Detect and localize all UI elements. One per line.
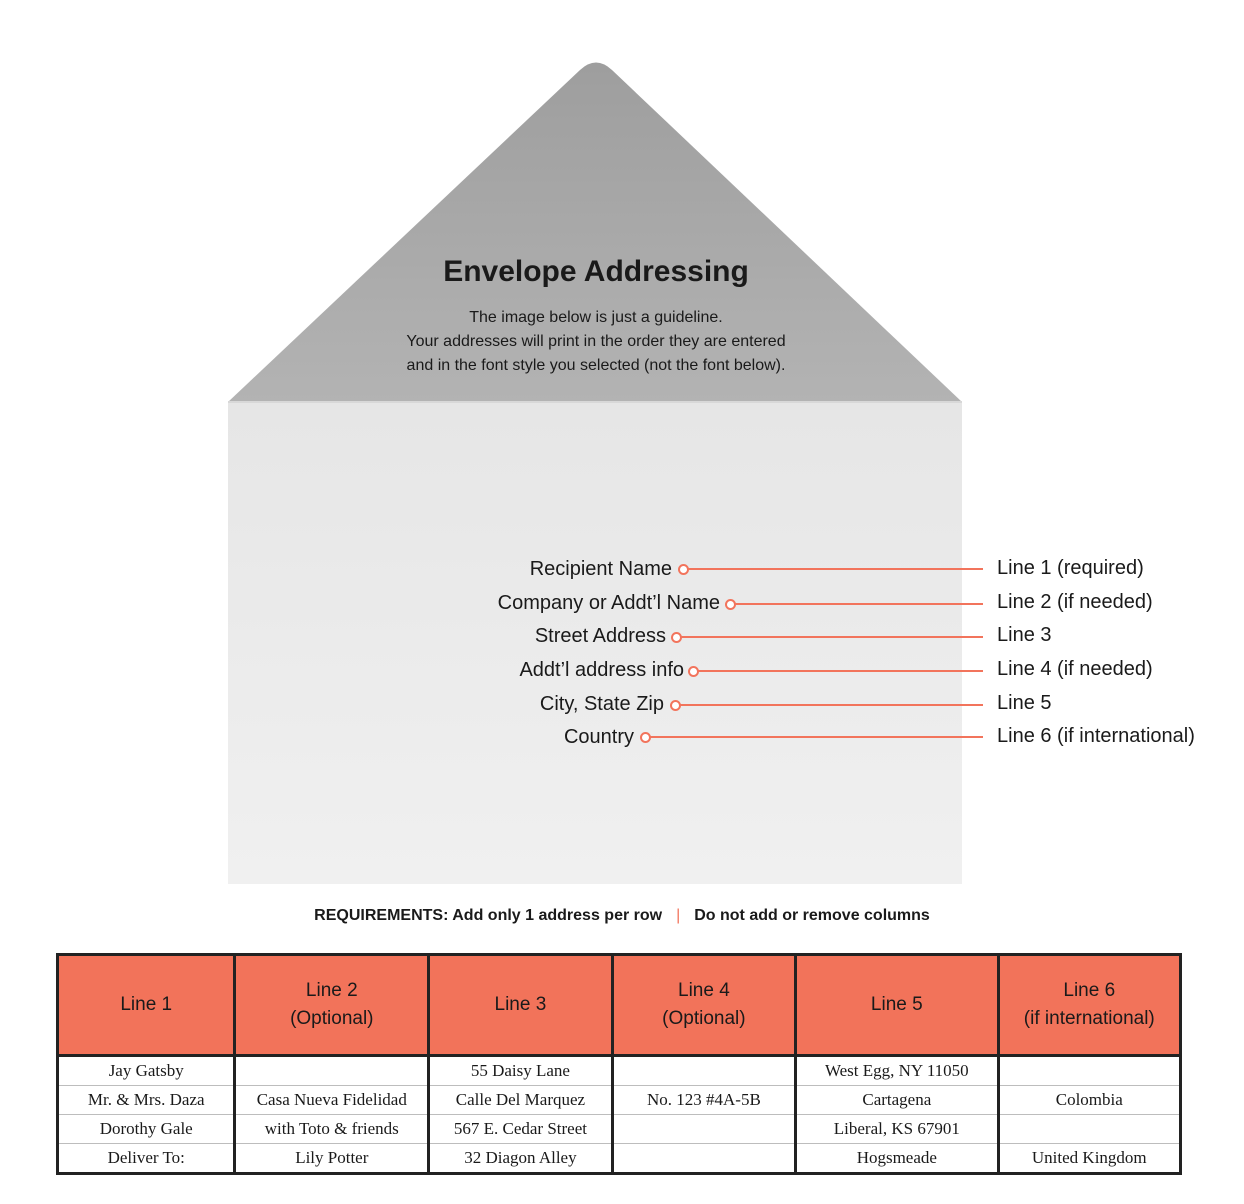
column-header-line1: Line 1 bbox=[55, 953, 237, 1057]
table-cell[interactable]: Mr. & Mrs. Daza bbox=[55, 1085, 237, 1115]
table-row: Dorothy Gale with Toto & friends 567 E. … bbox=[55, 1114, 1183, 1144]
table-cell[interactable]: Lily Potter bbox=[233, 1143, 431, 1174]
envelope-flap bbox=[228, 62, 962, 402]
field-company-name: Company or Addt’l Name bbox=[0, 589, 720, 623]
guideline-note: Your addresses will print in the order t… bbox=[406, 333, 786, 350]
connector-line bbox=[649, 736, 983, 738]
table-cell[interactable]: 55 Daisy Lane bbox=[427, 1055, 614, 1086]
connector-line bbox=[680, 636, 983, 638]
guideline-note: and in the font style you selected (not … bbox=[406, 357, 786, 374]
field-city-state-zip: City, State Zip bbox=[0, 690, 664, 724]
address-table: Line 1 Line 2(Optional) Line 3 Line 4(Op… bbox=[55, 953, 1183, 1175]
table-cell[interactable]: Casa Nueva Fidelidad bbox=[233, 1085, 431, 1115]
table-row: Deliver To: Lily Potter 32 Diagon Alley … bbox=[55, 1143, 1183, 1174]
line-label: Line 4 (if needed) bbox=[997, 658, 1153, 680]
table-cell[interactable]: Deliver To: bbox=[55, 1143, 237, 1174]
line-label: Line 3 bbox=[997, 624, 1052, 646]
table-cell[interactable] bbox=[996, 1114, 1183, 1144]
field-label: Country bbox=[563, 726, 634, 748]
table-cell[interactable]: United Kingdom bbox=[996, 1143, 1183, 1174]
connector-line bbox=[679, 704, 983, 706]
table-cell[interactable]: No. 123 #4A-5B bbox=[610, 1085, 798, 1115]
line-label: Line 6 (if international) bbox=[997, 725, 1195, 747]
table-cell[interactable]: Dorothy Gale bbox=[55, 1114, 237, 1144]
field-label: Street Address bbox=[534, 625, 666, 647]
table-cell[interactable]: 567 E. Cedar Street bbox=[427, 1114, 614, 1144]
requirements-left: REQUIREMENTS: Add only 1 address per row bbox=[314, 907, 663, 924]
column-header-line5: Line 5 bbox=[794, 953, 1000, 1057]
line-label: Line 2 (if needed) bbox=[997, 591, 1153, 613]
field-country: Country bbox=[0, 723, 634, 757]
table-cell[interactable]: 32 Diagon Alley bbox=[427, 1143, 614, 1174]
field-label: City, State Zip bbox=[539, 693, 664, 715]
table-row: Jay Gatsby 55 Daisy Lane West Egg, NY 11… bbox=[55, 1055, 1183, 1086]
requirements-note: REQUIREMENTS: Add only 1 address per row… bbox=[0, 907, 1244, 925]
connector-line bbox=[697, 670, 983, 672]
connector-line bbox=[687, 568, 983, 570]
field-addtl-address: Addt’l address info bbox=[0, 656, 684, 690]
envelope-body bbox=[228, 402, 962, 884]
field-recipient-name: Recipient Name bbox=[0, 555, 672, 589]
table-row: Mr. & Mrs. Daza Casa Nueva Fidelidad Cal… bbox=[55, 1085, 1183, 1115]
page-title: Envelope Addressing bbox=[443, 255, 749, 288]
table-cell[interactable] bbox=[610, 1143, 798, 1174]
field-street-address: Street Address bbox=[0, 622, 666, 656]
requirements-separator: | bbox=[676, 907, 681, 924]
table-cell[interactable] bbox=[610, 1114, 798, 1144]
line-label: Line 1 (required) bbox=[997, 557, 1144, 579]
table-cell[interactable]: Hogsmeade bbox=[794, 1143, 1000, 1174]
table-cell[interactable]: Liberal, KS 67901 bbox=[794, 1114, 1000, 1144]
field-label: Recipient Name bbox=[529, 558, 672, 580]
table-cell[interactable]: Colombia bbox=[996, 1085, 1183, 1115]
table-cell[interactable] bbox=[233, 1055, 431, 1086]
field-label: Company or Addt’l Name bbox=[497, 592, 720, 614]
table-cell[interactable]: with Toto & friends bbox=[233, 1114, 431, 1144]
column-header-line4: Line 4(Optional) bbox=[610, 953, 798, 1057]
table-cell[interactable]: Jay Gatsby bbox=[55, 1055, 237, 1086]
line-label: Line 5 bbox=[997, 692, 1052, 714]
requirements-right: Do not add or remove columns bbox=[694, 907, 930, 924]
table-cell[interactable] bbox=[996, 1055, 1183, 1086]
column-header-line3: Line 3 bbox=[427, 953, 614, 1057]
table-cell[interactable]: Calle Del Marquez bbox=[427, 1085, 614, 1115]
guideline-note: The image below is just a guideline. bbox=[469, 309, 723, 326]
column-header-line6: Line 6(if international) bbox=[996, 953, 1183, 1057]
table-cell[interactable] bbox=[610, 1055, 798, 1086]
envelope-illustration bbox=[228, 62, 962, 884]
table-cell[interactable]: West Egg, NY 11050 bbox=[794, 1055, 1000, 1086]
table-header-row: Line 1 Line 2(Optional) Line 3 Line 4(Op… bbox=[55, 953, 1183, 1057]
column-header-line2: Line 2(Optional) bbox=[233, 953, 431, 1057]
connector-line bbox=[734, 603, 983, 605]
field-label: Addt’l address info bbox=[519, 659, 684, 681]
table-cell[interactable]: Cartagena bbox=[794, 1085, 1000, 1115]
